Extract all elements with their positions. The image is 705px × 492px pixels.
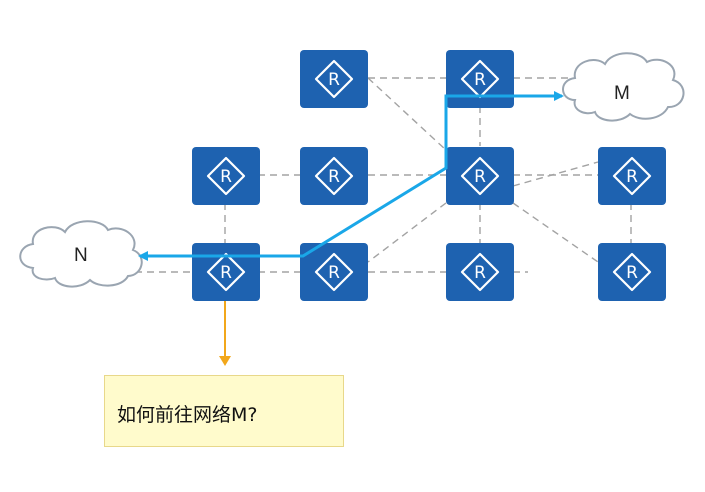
link-r2-r6 xyxy=(512,161,599,187)
dashed-links xyxy=(135,77,632,273)
query-arrowhead xyxy=(219,356,231,366)
router-icon xyxy=(314,156,354,196)
router-label: R xyxy=(328,167,340,187)
question-callout: 如何前往网络M? xyxy=(104,375,344,447)
router-body xyxy=(446,50,514,108)
router-r6: R xyxy=(598,147,666,205)
router-icon xyxy=(206,252,246,292)
router-body xyxy=(446,243,514,301)
router-body xyxy=(598,243,666,301)
router-r5: R xyxy=(446,147,514,205)
router-label: R xyxy=(220,263,232,283)
router-icon xyxy=(314,252,354,292)
router-label: R xyxy=(220,167,232,187)
router-label: R xyxy=(626,167,638,187)
router-r3: R xyxy=(192,147,260,205)
router-r7: R xyxy=(192,243,260,301)
cloud-m-label: M xyxy=(614,83,630,104)
router-body xyxy=(300,50,368,108)
router-body xyxy=(300,243,368,301)
router-label: R xyxy=(626,263,638,283)
routers: R R R R R R R R R R xyxy=(192,50,666,301)
router-r2: R xyxy=(446,50,514,108)
cloud-n: N xyxy=(19,220,143,288)
router-icon xyxy=(460,156,500,196)
router-label: R xyxy=(328,263,340,283)
router-body xyxy=(300,147,368,205)
link-r5-r10 xyxy=(512,202,599,263)
router-label: R xyxy=(474,263,486,283)
router-body xyxy=(598,147,666,205)
router-body xyxy=(192,147,260,205)
router-icon xyxy=(612,252,652,292)
router-r10: R xyxy=(598,243,666,301)
router-r1: R xyxy=(300,50,368,108)
link-r5-r8 xyxy=(367,202,447,263)
router-r9: R xyxy=(446,243,514,301)
router-label: R xyxy=(474,167,486,187)
cloud-m: M xyxy=(562,52,685,122)
router-label: R xyxy=(328,70,340,90)
router-body xyxy=(446,147,514,205)
router-label: R xyxy=(474,70,486,90)
router-icon xyxy=(314,59,354,99)
router-icon xyxy=(206,156,246,196)
link-r1-r5 xyxy=(367,77,447,151)
router-icon xyxy=(460,252,500,292)
cloud-n-label: N xyxy=(74,245,88,266)
router-icon xyxy=(612,156,652,196)
question-text: 如何前往网络M? xyxy=(117,404,258,426)
router-r8: R xyxy=(300,243,368,301)
router-r4: R xyxy=(300,147,368,205)
